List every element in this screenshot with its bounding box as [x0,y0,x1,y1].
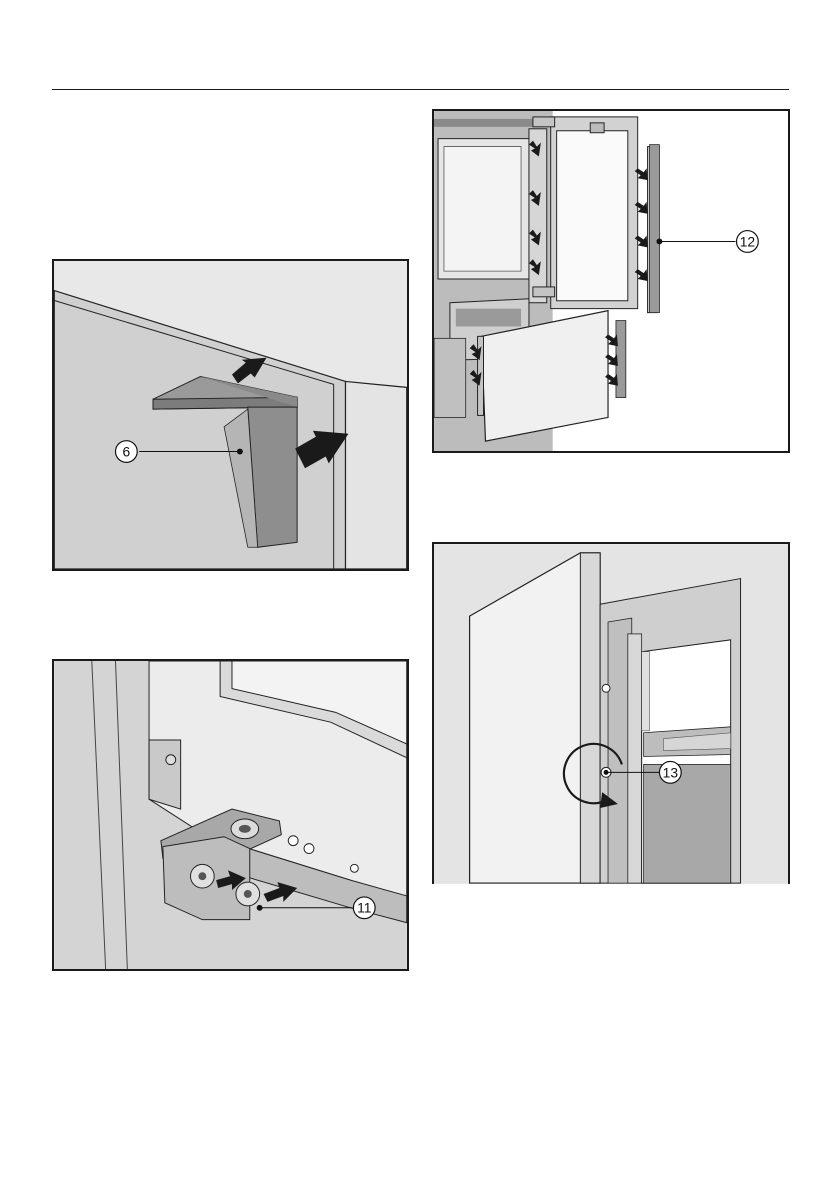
hinge-illustration: 11 [54,661,407,969]
callout-11-label: 11 [357,900,371,916]
door-rotation-illustration: 13 [434,544,788,884]
figure-door-panels: 12 [432,109,790,453]
callout-12-label: 12 [740,233,755,249]
figure-door-rotation: 13 [432,542,790,884]
door-panels-illustration: 12 [434,111,788,451]
bracket-illustration: 6 [54,261,407,569]
figure-hinge-screws: 11 [52,659,409,971]
callout-13-label: 13 [663,764,679,780]
figure-bracket: 6 [52,259,409,571]
callout-6-label: 6 [123,443,131,459]
header-rule [52,89,789,90]
